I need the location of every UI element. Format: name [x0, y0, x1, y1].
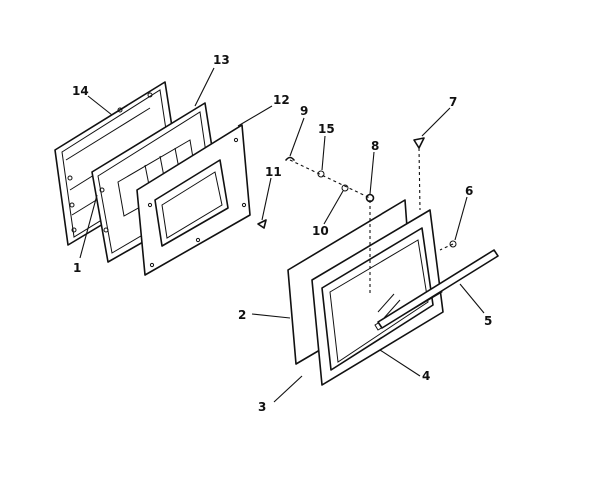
- part-washer-10: [341, 184, 349, 192]
- callout-1: 1: [73, 261, 81, 275]
- part-screw-11: [257, 219, 267, 229]
- callout-3: 3: [258, 400, 266, 414]
- callout-12: 12: [273, 93, 290, 107]
- callout-13: 13: [213, 53, 230, 67]
- callout-4: 4: [422, 369, 430, 383]
- callout-8: 8: [371, 139, 379, 153]
- callout-5: 5: [484, 314, 492, 328]
- part-screw-7: [413, 137, 425, 149]
- callout-15: 15: [318, 122, 335, 136]
- part-outer-door: [311, 209, 444, 386]
- part-washer-15: [317, 170, 325, 178]
- callout-labels: 14 13 12 1 9 15 8 7 11 10 6 2 3 4 5: [72, 53, 492, 414]
- part-door-handle: [377, 249, 499, 329]
- callout-14: 14: [72, 84, 89, 98]
- callout-10: 10: [312, 224, 329, 238]
- callout-7: 7: [449, 95, 457, 109]
- callout-9: 9: [300, 104, 308, 118]
- callout-2: 2: [238, 308, 246, 322]
- leader-lines: [79, 67, 485, 403]
- part-spring-9: [285, 156, 295, 161]
- callout-11: 11: [265, 165, 282, 179]
- assembly-lines: [289, 147, 454, 296]
- callout-6: 6: [465, 184, 473, 198]
- part-bushing-6: [449, 240, 457, 248]
- part-door-frame: [136, 124, 251, 276]
